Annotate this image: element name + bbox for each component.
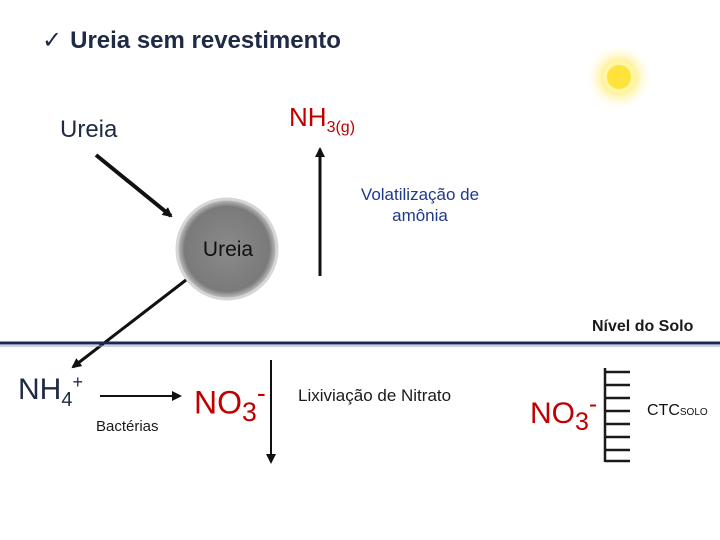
no3-label-left: NO3-: [194, 378, 266, 428]
nh3-label: NH3(g): [289, 102, 355, 137]
sun-icon: [585, 43, 653, 111]
ctc-bracket: [605, 368, 630, 462]
bacteria-label: Bactérias: [96, 418, 159, 435]
arrow-ureia-to-granule: [96, 155, 171, 216]
nh4-label: NH4+: [18, 372, 83, 412]
ureia-label: Ureia: [60, 116, 117, 144]
check-icon: ✓: [42, 27, 62, 54]
volatilization-label: Volatilização de amônia: [340, 184, 500, 226]
page-title: ✓ Ureia sem revestimento: [42, 26, 341, 55]
soil-level-label: Nível do Solo: [592, 318, 693, 336]
arrow-granule-to-nh4: [73, 280, 186, 367]
no3-label-right: NO3-: [530, 390, 597, 437]
leaching-label: Lixiviação de Nitrato: [298, 386, 451, 406]
title-text: Ureia sem revestimento: [70, 27, 341, 54]
granule-label: Ureia: [180, 238, 276, 262]
ctc-solo-label: CTCSOLO: [647, 402, 708, 420]
